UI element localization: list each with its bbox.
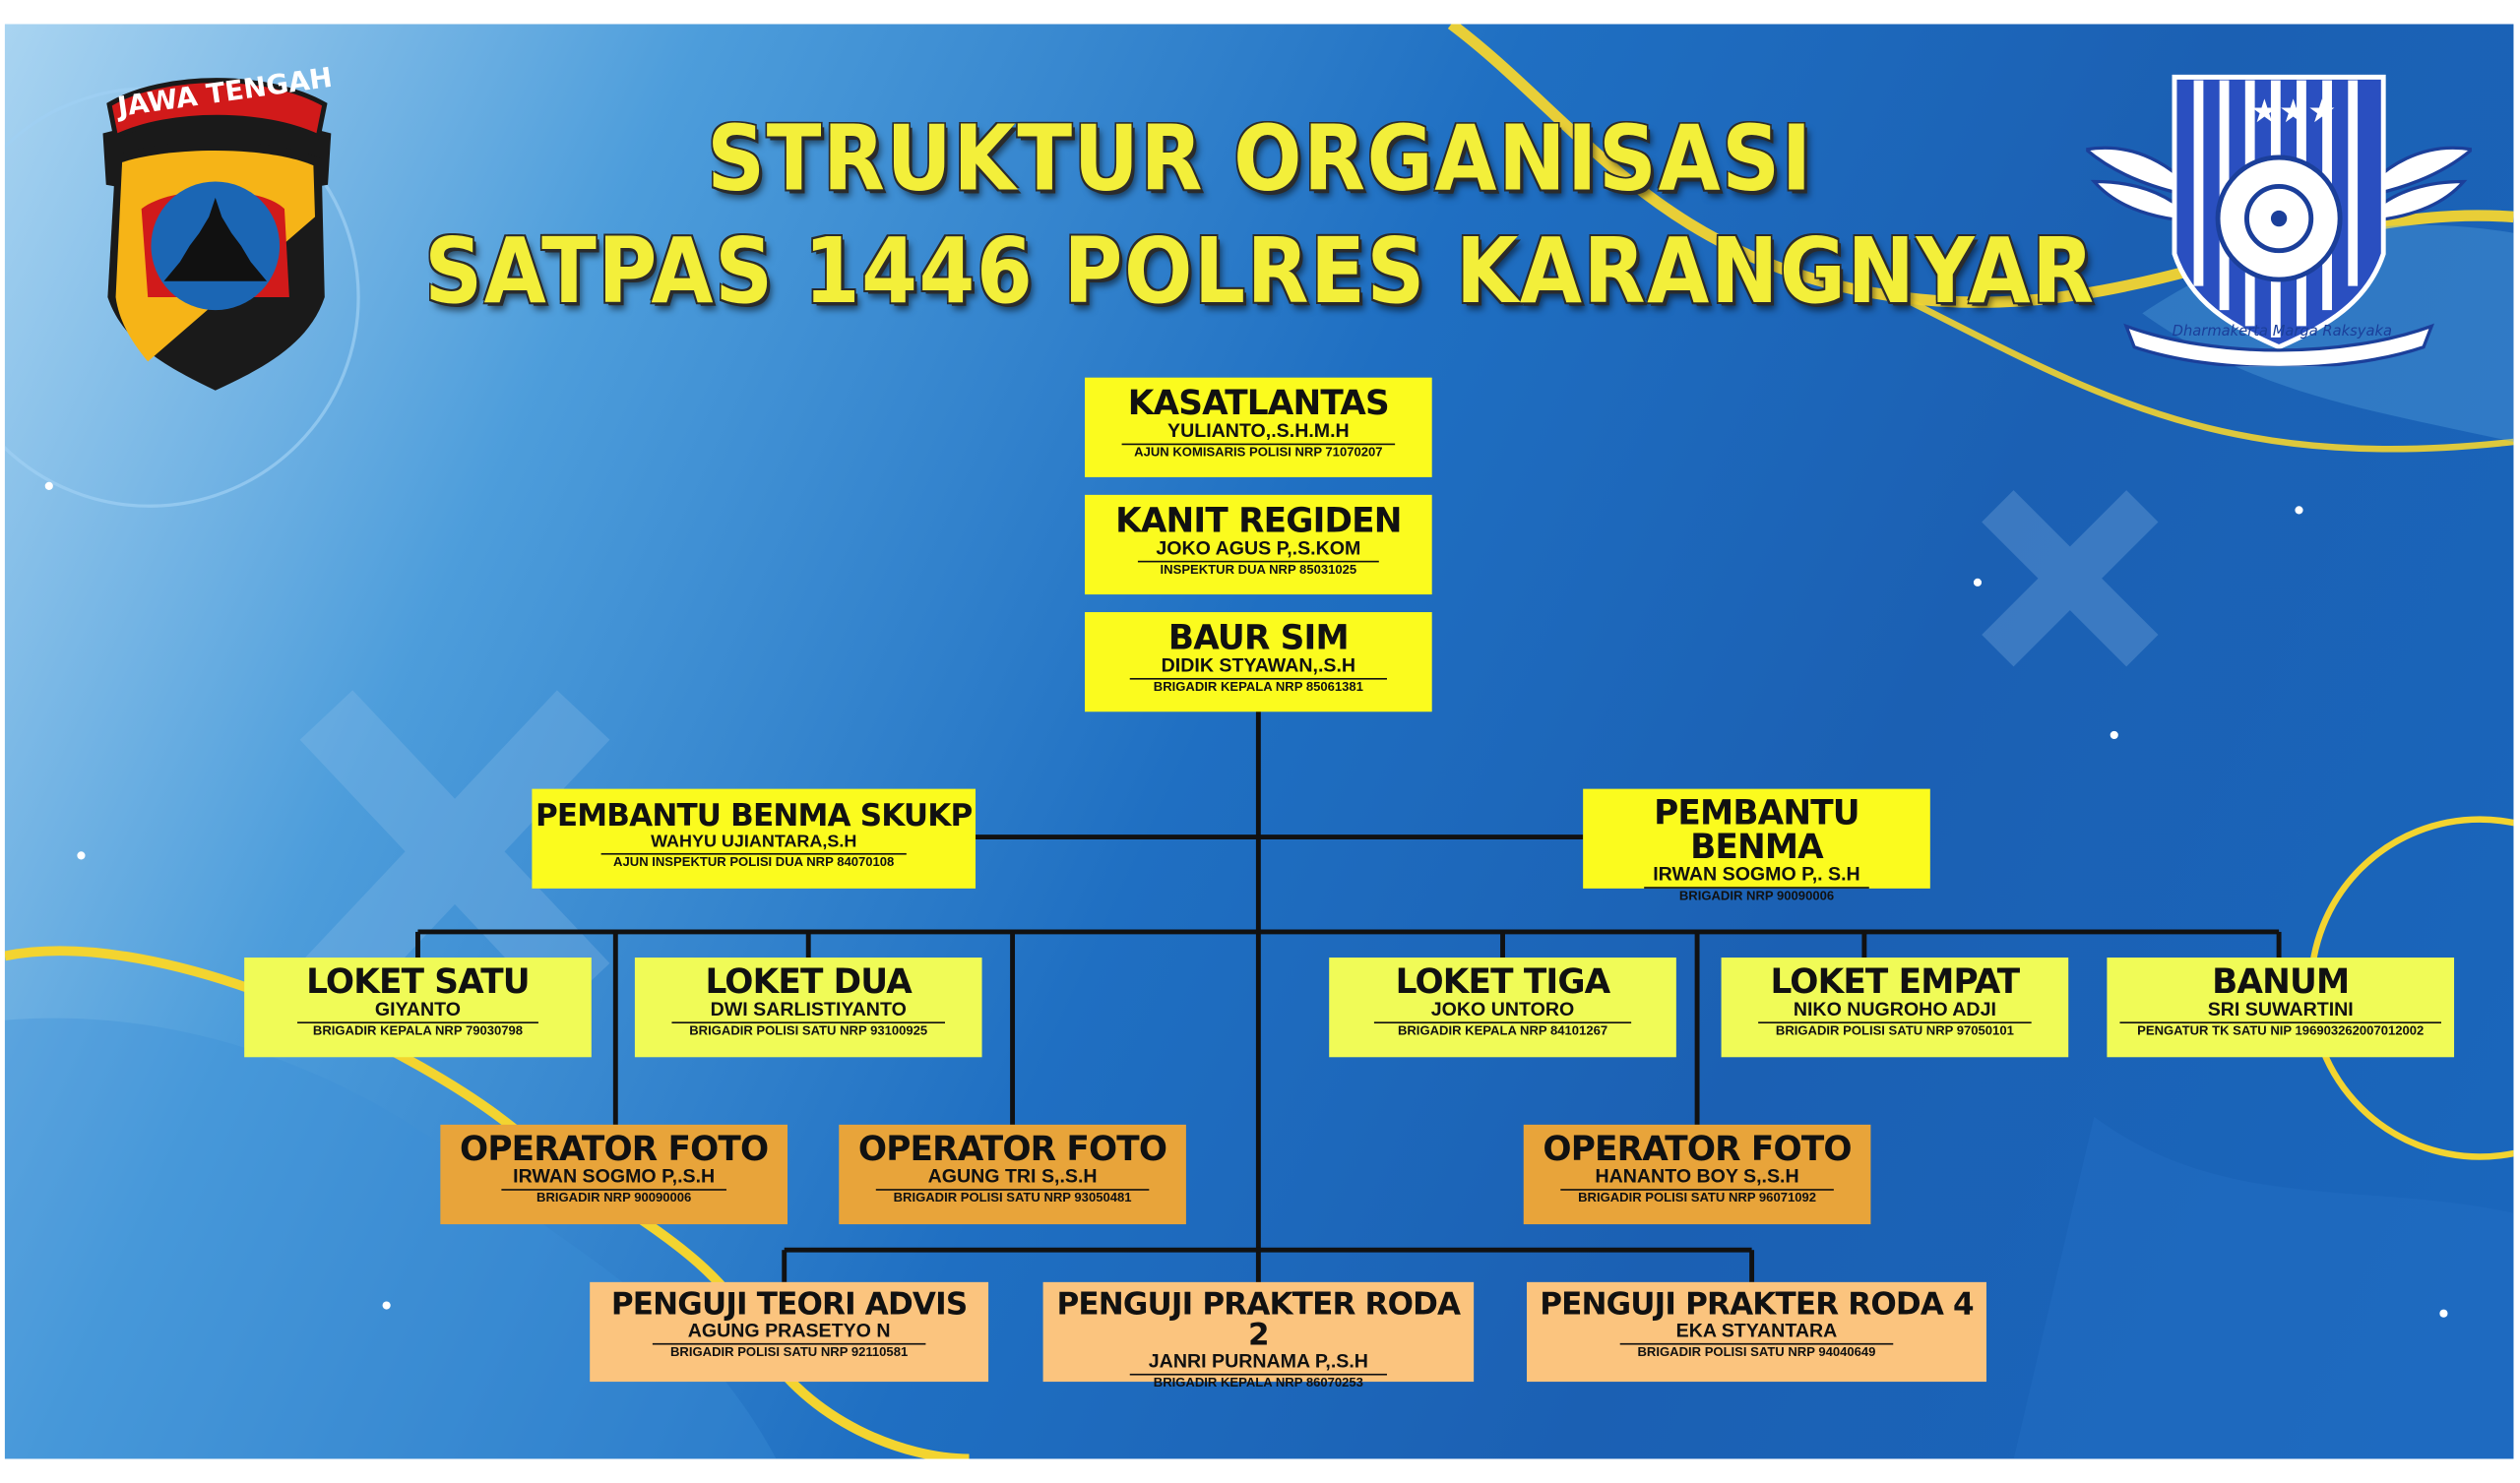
svg-text:★★★: ★★★ — [2250, 93, 2337, 130]
polisi-lalu-lintas-logo: ★★★ — [2086, 74, 2473, 367]
node-loket-satu: LOKET SATU GIYANTO BRIGADIR KEPALA NRP 7… — [244, 958, 592, 1058]
star-dot — [2110, 730, 2118, 740]
star-dot — [77, 851, 86, 860]
page-title-line2: SATPAS 1446 POLRES KARANGNYAR — [424, 218, 2096, 324]
motto-ribbon: Dharmakerta Marga Raksyaka — [2172, 324, 2393, 341]
star-dot — [2295, 506, 2303, 515]
node-penguji-prakter-roda-2: PENGUJI PRAKTER RODA 2 JANRI PURNAMA P,.… — [1042, 1281, 1475, 1390]
star-dot — [44, 481, 53, 490]
node-operator-foto-3: OPERATOR FOTO HANANTO BOY S,.S.H BRIGADI… — [1523, 1124, 1871, 1225]
star-dot — [382, 1301, 391, 1310]
star-dot — [1973, 578, 1983, 587]
node-loket-tiga: LOKET TIGA JOKO UNTORO BRIGADIR KEPALA N… — [1329, 958, 1676, 1058]
node-operator-foto-2: OPERATOR FOTO AGUNG TRI S,.S.H BRIGADIR … — [839, 1124, 1186, 1225]
node-penguji-teori-advis: PENGUJI TEORI ADVIS AGUNG PRASETYO N BRI… — [590, 1281, 989, 1383]
node-loket-dua: LOKET DUA DWI SARLISTIYANTO BRIGADIR POL… — [634, 958, 982, 1058]
node-operator-foto-1: OPERATOR FOTO IRWAN SOGMO P,.S.H BRIGADI… — [440, 1124, 788, 1225]
node-kasatlantas: KASATLANTAS YULIANTO,.S.H.M.H AJUN KOMIS… — [1085, 377, 1432, 477]
background-decoration — [4, 24, 2514, 1459]
node-pembantu-benma-skukp: PEMBANTU BENMA SKUKP WAHYU UJIANTARA,S.H… — [532, 788, 976, 889]
node-loket-empat: LOKET EMPAT NIKO NUGROHO ADJI BRIGADIR P… — [1721, 958, 2069, 1058]
page-title-line1: STRUKTUR ORGANISASI — [707, 106, 1813, 212]
polda-jateng-logo — [102, 78, 332, 391]
node-kanit-regiden: KANIT REGIDEN JOKO AGUS P,.S.KOM INSPEKT… — [1085, 494, 1432, 595]
node-banum: BANUM SRI SUWARTINI PENGATUR TK SATU NIP… — [2107, 958, 2455, 1058]
node-pembantu-benma: PEMBANTU BENMA IRWAN SOGMO P,. S.H BRIGA… — [1583, 788, 1930, 903]
star-dot — [2439, 1309, 2448, 1318]
node-baur-sim: BAUR SIM DIDIK STYAWAN,.S.H BRIGADIR KEP… — [1085, 612, 1432, 712]
node-penguji-prakter-roda-4: PENGUJI PRAKTER RODA 4 EKA STYANTARA BRI… — [1527, 1281, 1986, 1383]
